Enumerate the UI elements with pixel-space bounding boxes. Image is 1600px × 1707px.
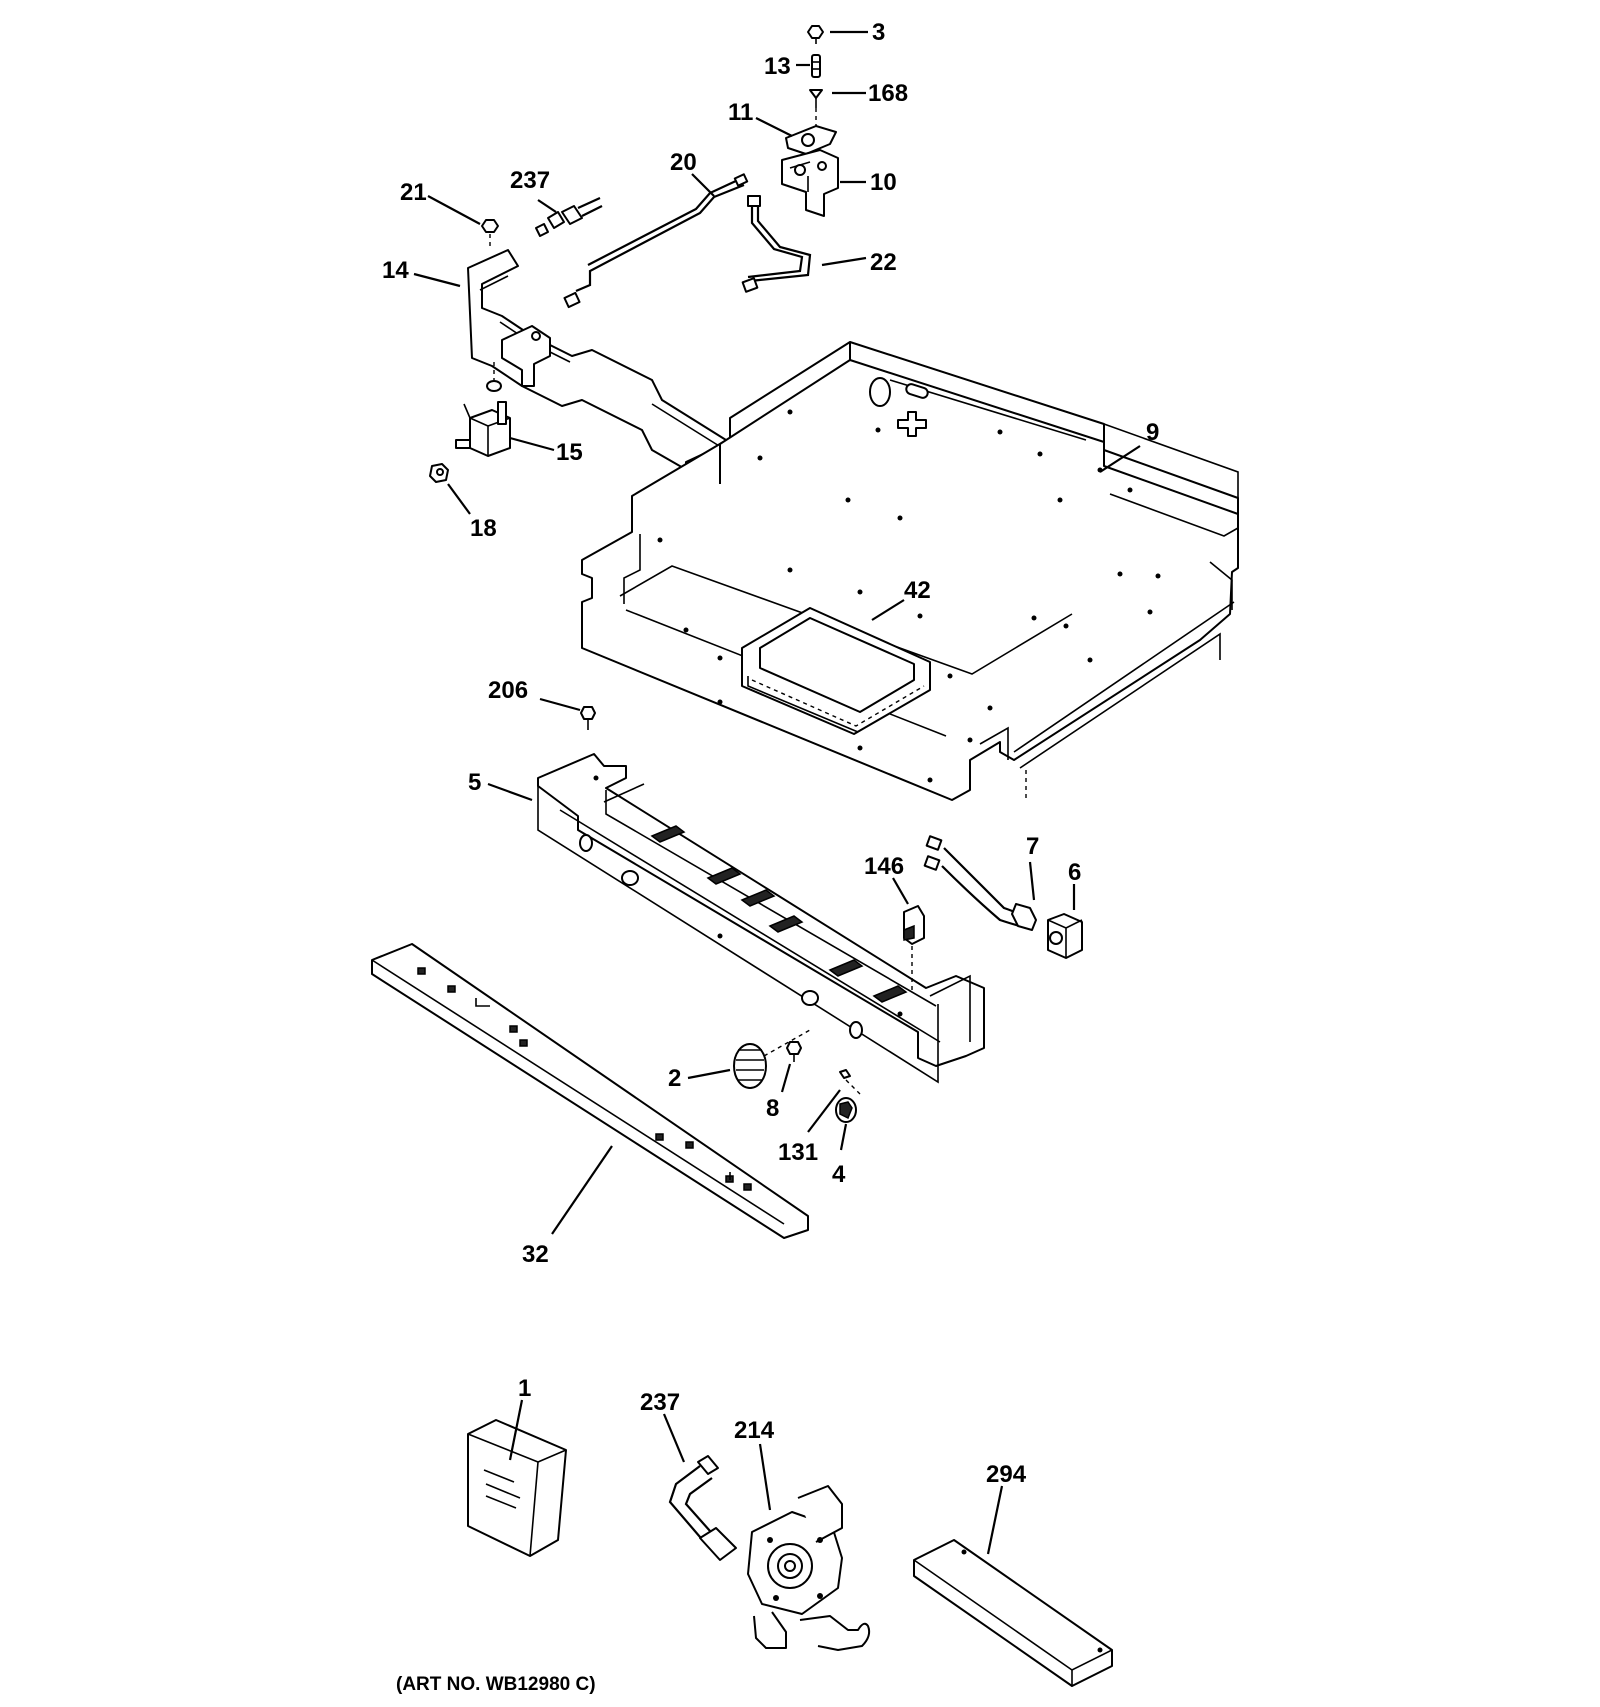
label-13: 13 xyxy=(764,53,791,80)
part-13-orifice xyxy=(811,54,821,78)
label-214: 214 xyxy=(734,1417,775,1444)
part-18-nut xyxy=(429,463,449,483)
label-2: 2 xyxy=(668,1065,681,1092)
art-number: (ART NO. WB12980 C) xyxy=(396,1674,596,1695)
part-146-clip xyxy=(903,905,925,990)
part-214-regulator xyxy=(747,1485,871,1651)
part-32-trim-strip xyxy=(371,943,809,1239)
part-1-literature-bag xyxy=(467,1419,567,1557)
part-168-fitting xyxy=(809,89,823,128)
part-10-bracket xyxy=(781,149,839,217)
label-9: 9 xyxy=(1146,419,1159,446)
part-9-burner-box xyxy=(581,341,1239,801)
part-5-control-panel xyxy=(537,753,985,1084)
label-21: 21 xyxy=(400,179,427,206)
label-131: 131 xyxy=(778,1139,818,1166)
label-237-bottom: 237 xyxy=(640,1389,680,1416)
label-14: 14 xyxy=(382,257,409,284)
label-8: 8 xyxy=(766,1095,779,1122)
label-294: 294 xyxy=(986,1461,1027,1488)
part-2-knob xyxy=(733,1029,811,1089)
callout-labels: 3 13 168 11 10 20 22 21 237 14 15 18 9 4… xyxy=(382,19,1159,1488)
part-237-pipe-bottom xyxy=(668,1455,737,1561)
part-6-switch xyxy=(1047,913,1083,959)
part-15-valve xyxy=(455,401,511,457)
label-42: 42 xyxy=(904,577,931,604)
part-11-valve xyxy=(785,125,837,155)
part-22-tube xyxy=(741,195,812,293)
leader-lines xyxy=(413,30,1141,1555)
label-20: 20 xyxy=(670,149,697,176)
part-294-bracket xyxy=(913,1539,1113,1687)
label-7: 7 xyxy=(1026,833,1039,860)
part-4-knob xyxy=(835,1097,857,1123)
part-206-screw xyxy=(580,706,596,730)
label-1: 1 xyxy=(518,1375,531,1402)
label-206: 206 xyxy=(488,677,528,704)
label-11: 11 xyxy=(728,99,753,126)
label-4: 4 xyxy=(832,1161,846,1188)
label-10: 10 xyxy=(870,169,897,196)
part-7-wire-harness xyxy=(923,835,1037,931)
part-8-screw xyxy=(786,1041,802,1062)
label-22: 22 xyxy=(870,249,897,276)
part-21-screw xyxy=(481,219,499,250)
label-146: 146 xyxy=(864,853,904,880)
panel-slots xyxy=(650,825,908,1003)
box-screw-holes xyxy=(657,409,1161,783)
part-3-screw xyxy=(807,25,824,44)
label-15: 15 xyxy=(556,439,583,466)
label-6: 6 xyxy=(1068,859,1081,886)
part-131-clip xyxy=(839,1069,861,1095)
label-168: 168 xyxy=(868,80,908,107)
label-3: 3 xyxy=(872,19,885,46)
label-32: 32 xyxy=(522,1241,549,1268)
label-5: 5 xyxy=(468,769,481,796)
label-237-top: 237 xyxy=(510,167,550,194)
part-20-tube xyxy=(563,173,749,309)
part-237-fitting-top xyxy=(535,196,603,237)
label-18: 18 xyxy=(470,515,497,542)
